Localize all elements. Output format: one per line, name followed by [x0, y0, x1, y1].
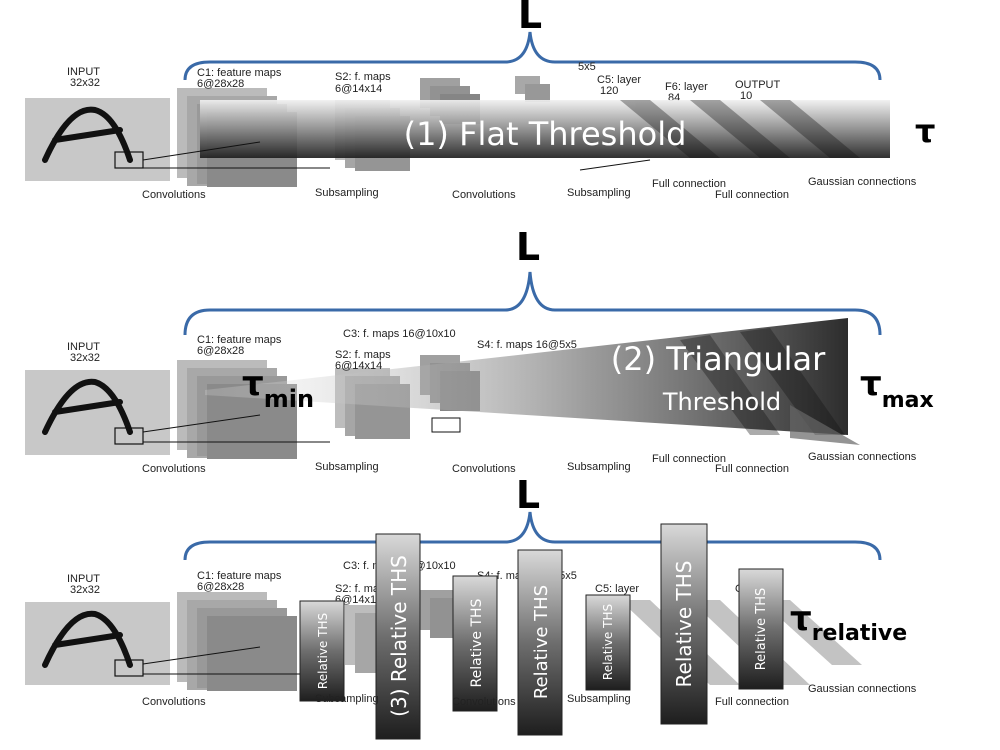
tau-max-symbol: τmax [860, 364, 934, 413]
length-brace [183, 511, 882, 561]
relative-ths-label: Relative THS [672, 561, 696, 688]
length-label: L [518, 0, 542, 37]
c1-label: C1: feature maps [197, 570, 282, 582]
s4-label: S4: f. maps 16@5x5 [477, 339, 577, 351]
op-subsampling: Subsampling [315, 187, 379, 199]
connection-line [579, 159, 651, 171]
length-brace [183, 271, 882, 336]
op-subsampling-2: Subsampling [567, 693, 631, 705]
input-glyph [42, 378, 133, 435]
c5-label: C5: layer [597, 74, 641, 86]
c1-size: 6@28x28 [197, 78, 244, 90]
s2-size: 6@14x14 [335, 83, 382, 95]
relative-ths-label: Relative THS [531, 585, 552, 699]
output-label: OUTPUT [735, 79, 781, 91]
c1-size: 6@28x28 [197, 345, 244, 357]
input-label: INPUT [67, 341, 100, 353]
s4-partial-label: 5x5 [578, 61, 596, 73]
flat-threshold-bar [200, 100, 890, 158]
relative-ths-label: Relative THS [601, 604, 615, 680]
relative-ths-bar [452, 575, 498, 712]
flat-threshold-label: (1) Flat Threshold [404, 115, 687, 153]
input-label: INPUT [67, 66, 100, 78]
connection-line [142, 646, 261, 665]
relative-ths-bar-big [375, 533, 421, 740]
op-gaussian: Gaussian connections [808, 451, 917, 463]
tau-min-symbol: τmin [242, 364, 314, 413]
output-size: 10 [740, 90, 752, 102]
c5-size: 120 [600, 85, 618, 97]
op-subsampling: Subsampling [315, 693, 379, 705]
relative-ths-bar [585, 594, 631, 691]
input-label: INPUT [67, 573, 100, 585]
panel-2-diagram: L INPUT 32x32 C1: feature maps 6@28x28 S… [25, 225, 934, 475]
relative-threshold-bars: Relative THS (3) Relative THS Relative T… [299, 523, 784, 740]
panel-triangular-threshold: L INPUT 32x32 C1: feature maps 6@28x28 S… [0, 210, 1000, 480]
input-glyph [42, 610, 133, 668]
s2-label: S2: f. maps [335, 349, 391, 361]
op-convolutions-2: Convolutions [452, 696, 516, 708]
receptive-field-2 [431, 417, 461, 433]
length-brace [183, 31, 882, 81]
receptive-field [114, 659, 144, 677]
relative-ths-label: Relative THS [754, 588, 769, 671]
panel-flat-threshold: L INPUT 32x32 C1: feature maps 6@28x28 S… [0, 0, 1000, 210]
tau-symbol: τ [915, 112, 935, 150]
c1-size: 6@28x28 [197, 581, 244, 593]
s4-feature-maps [515, 76, 550, 102]
op-convolutions-2: Convolutions [452, 463, 516, 475]
threshold-stripes [680, 328, 845, 435]
op-convolutions: Convolutions [142, 463, 206, 475]
relative-ths-bar [660, 523, 708, 725]
op-full-connection-2: Full connection [715, 189, 789, 201]
op-full-connection: Full connection [652, 178, 726, 190]
op-convolutions: Convolutions [142, 189, 206, 201]
relative-ths-bar [299, 600, 345, 702]
panel-relative-threshold: L INPUT 32x32 C1: feature maps 6@28x28 C… [0, 480, 1000, 750]
op-subsampling-2: Subsampling [567, 461, 631, 473]
op-gaussian: Gaussian connections [808, 176, 917, 188]
relative-ths-label: Relative THS [316, 613, 330, 689]
op-subsampling-2: Subsampling [567, 187, 631, 199]
input-size: 32x32 [70, 352, 100, 364]
op-full-connection: Full connection [715, 696, 789, 708]
input-size: 32x32 [70, 77, 100, 89]
f6-label: F6: layer [665, 81, 708, 93]
threshold-stripes [620, 100, 860, 158]
c3-label: C3: f. maps 16@10x10 [343, 328, 456, 340]
panel-1-diagram: L INPUT 32x32 C1: feature maps 6@28x28 S… [25, 0, 935, 201]
relative-ths-label: Relative THS [469, 598, 485, 687]
s2-label: S2: f. maps [335, 71, 391, 83]
s2-size: 6@14x14 [335, 360, 382, 372]
c1-feature-maps [177, 592, 297, 691]
op-full-connection: Full connection [652, 453, 726, 465]
length-label: L [516, 480, 540, 517]
triangular-threshold-shape [205, 318, 848, 435]
tau-relative-symbol: τrelative [790, 599, 907, 646]
s2-size: 6@14x14 [335, 594, 382, 606]
input-size: 32x32 [70, 584, 100, 596]
op-subsampling: Subsampling [315, 461, 379, 473]
connection-line [142, 141, 261, 161]
c1-label: C1: feature maps [197, 67, 282, 79]
relative-ths-label-big: (3) Relative THS [387, 555, 411, 717]
triangular-threshold-line2: Threshold [662, 388, 781, 416]
op-convolutions-2: Convolutions [452, 189, 516, 201]
panel-3-diagram: L INPUT 32x32 C1: feature maps 6@28x28 C… [25, 480, 917, 740]
input-glyph [42, 106, 133, 163]
relative-ths-bar [517, 549, 563, 736]
c1-label: C1: feature maps [197, 334, 282, 346]
relative-ths-bar [738, 568, 784, 690]
op-convolutions: Convolutions [142, 696, 206, 708]
op-gaussian: Gaussian connections [808, 683, 917, 695]
length-label: L [516, 225, 540, 269]
triangular-threshold-tip [790, 405, 860, 445]
connection-line [142, 414, 261, 433]
op-full-connection-2: Full connection [715, 463, 789, 475]
c5-label: C5: layer [595, 583, 639, 595]
receptive-field [114, 427, 144, 445]
triangular-threshold-line1: (2) Triangular [611, 340, 826, 378]
